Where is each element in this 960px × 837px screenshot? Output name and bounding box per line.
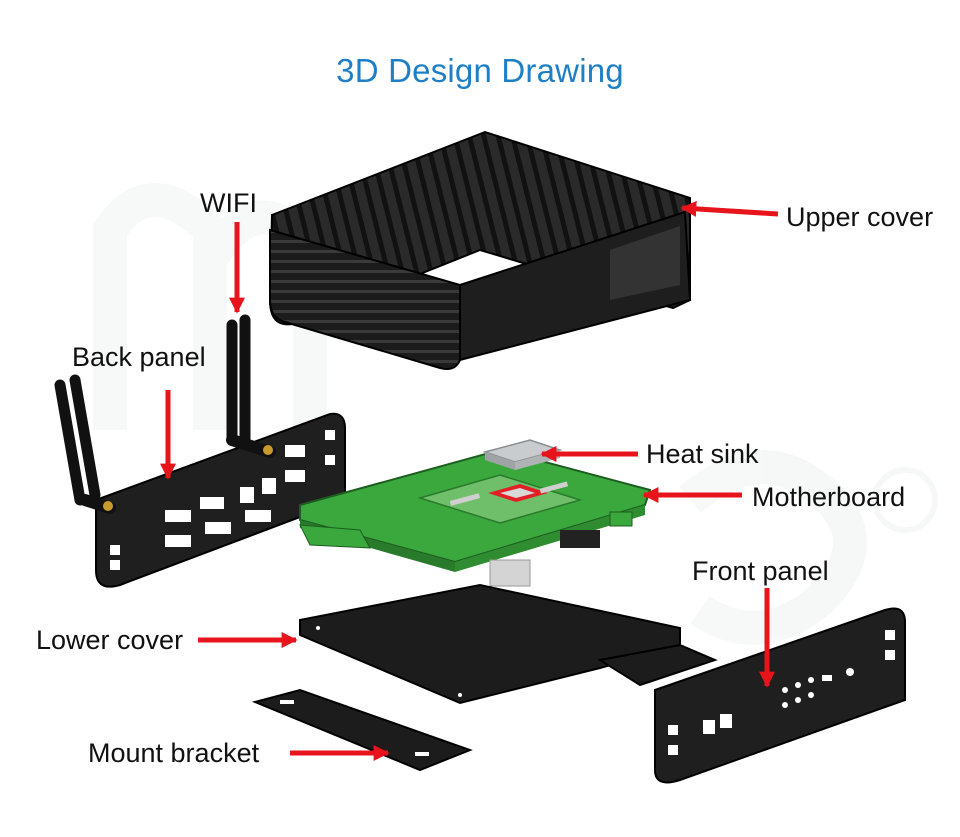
- upper-cover-part: [268, 130, 692, 370]
- label-motherboard: Motherboard: [752, 482, 906, 512]
- back-panel-part: [95, 412, 346, 588]
- label-mount-bracket: Mount bracket: [88, 738, 260, 768]
- heat-sink-part: [482, 439, 563, 470]
- label-front-panel: Front panel: [692, 556, 829, 586]
- arrow-upper-cover: [680, 200, 779, 217]
- label-back-panel: Back panel: [72, 342, 206, 372]
- lower-cover-part: [299, 583, 718, 705]
- label-wifi: WIFI: [200, 188, 257, 218]
- wifi-antennas: [54, 314, 276, 514]
- label-upper-cover: Upper cover: [786, 202, 934, 232]
- front-panel-part: [654, 607, 906, 784]
- label-lower-cover: Lower cover: [36, 625, 184, 655]
- motherboard-part: [299, 448, 652, 587]
- diagram-title: 3D Design Drawing: [336, 52, 624, 89]
- callout-arrows: [159, 200, 779, 762]
- mount-bracket-part: [251, 688, 473, 772]
- label-heat-sink: Heat sink: [646, 439, 759, 469]
